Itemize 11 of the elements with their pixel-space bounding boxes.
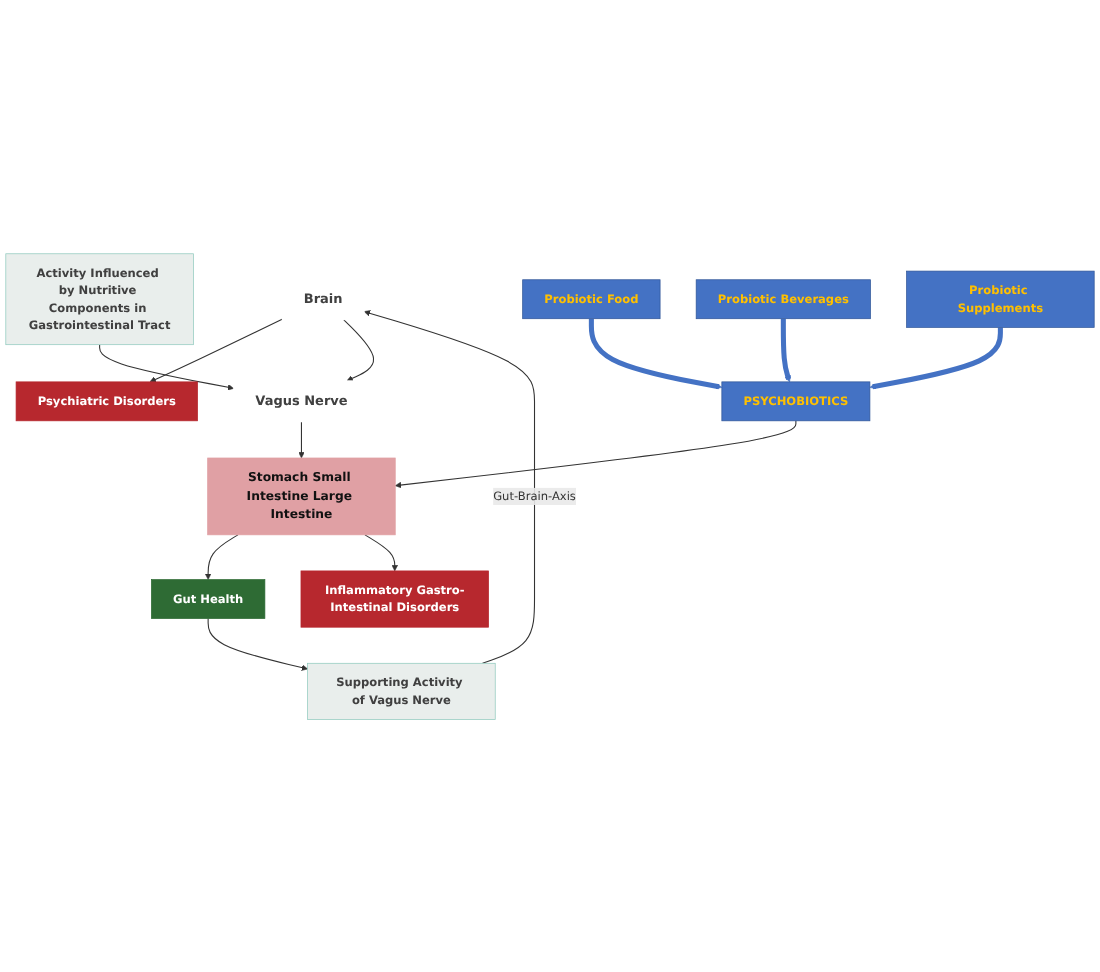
arrow: [149, 317, 283, 382]
arrow: [343, 318, 375, 381]
arrow: [364, 533, 398, 571]
arrow: [207, 617, 308, 671]
arrow: [363, 309, 536, 664]
arrow: [204, 533, 239, 580]
arrow: [298, 420, 305, 458]
arrow: [394, 419, 797, 488]
arrow: [780, 318, 792, 382]
arrow: [588, 318, 723, 389]
arrow: [99, 343, 234, 390]
